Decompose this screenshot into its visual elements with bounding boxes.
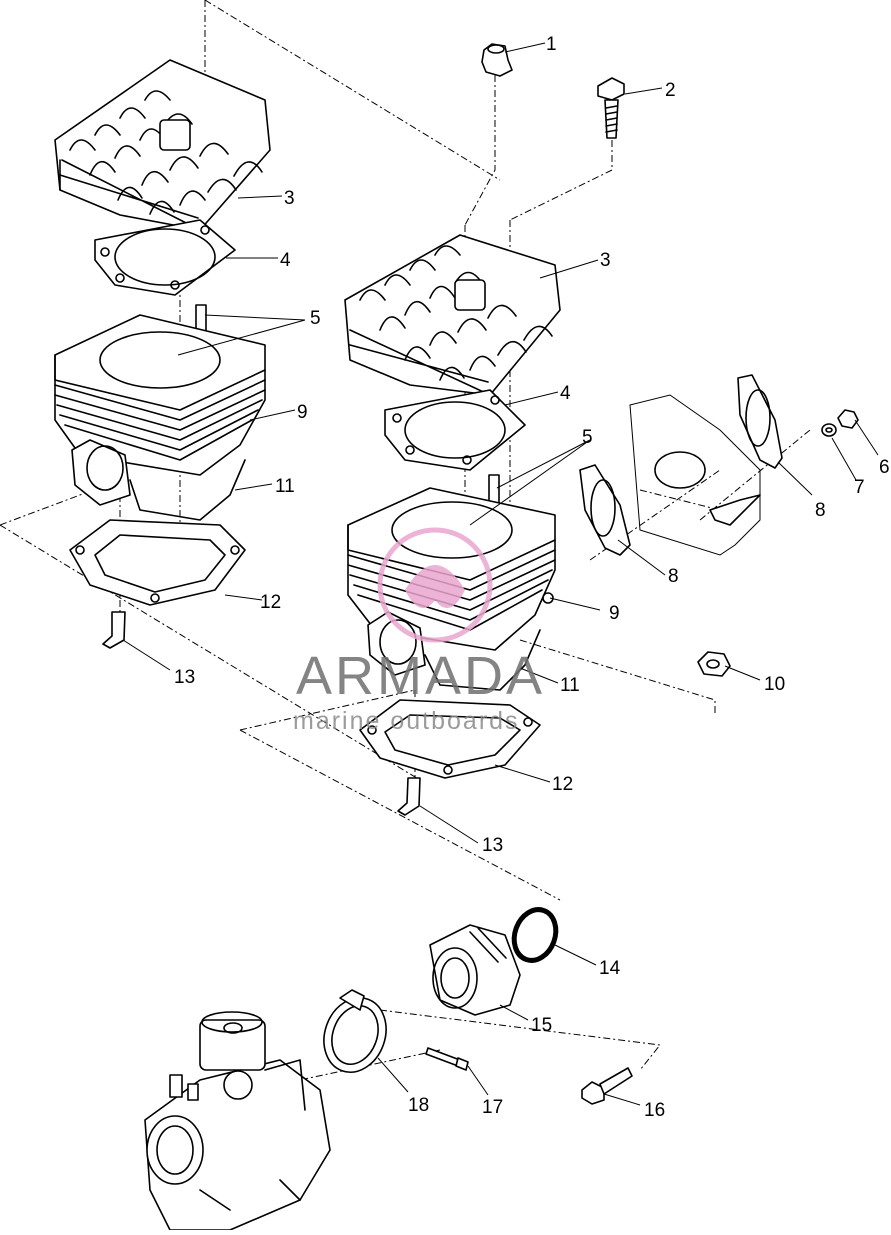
callout-5b: 5 [582,427,593,448]
callout-13b: 13 [482,835,503,856]
carburetor [144,1011,331,1231]
cylinder-head-left [54,59,271,231]
callout-5a: 5 [310,308,321,329]
watermark: ARMADA marine outboards [293,527,545,735]
head-gasket-left [94,219,236,296]
callout-14: 14 [599,958,621,979]
watermark-subtitle: marine outboards [293,707,520,735]
o-ring-part-14 [511,907,559,963]
callout-7: 7 [854,477,865,498]
callout-3a: 3 [284,188,295,209]
callout-9b: 9 [609,603,620,624]
callout-11b: 11 [560,675,580,696]
callout-18: 18 [408,1095,429,1116]
callout-labels: 1 2 3 3 4 4 5 5 6 7 8 8 9 9 10 11 11 12 … [174,34,890,1121]
fitting-right [397,777,421,816]
fitting-left [102,611,126,649]
callout-10: 10 [764,674,785,695]
leader-lines [122,42,879,1106]
callout-4b: 4 [560,383,571,404]
callout-15: 15 [531,1015,552,1036]
callout-16: 16 [644,1100,665,1121]
callout-13a: 13 [174,667,195,688]
bolt-part-16 [581,1067,633,1105]
exhaust-gasket-lower [579,464,631,556]
base-gasket-right [359,699,541,779]
callout-12b: 12 [552,774,573,795]
callout-3b: 3 [600,250,611,271]
cylinder-right [347,487,556,691]
watermark-logo [377,527,493,643]
callout-17: 17 [482,1097,503,1118]
watermark-title: ARMADA [296,646,545,706]
head-gasket-right [384,389,526,471]
screw-part-17 [425,1047,469,1071]
callout-12a: 12 [260,592,281,613]
clamp-part-18 [323,989,387,1073]
callout-1: 1 [546,34,557,55]
callout-8a: 8 [815,500,826,521]
cylinder-head-right [344,234,561,396]
nut-part-1 [481,43,513,77]
base-gasket-left [69,519,246,606]
callout-8b: 8 [668,566,679,587]
washer-part-7 [821,423,837,437]
exhaust-manifold-bracket [629,394,761,556]
nut-part-6 [837,409,859,429]
intake-adapter-part-15 [429,924,521,1016]
callout-9a: 9 [297,402,308,423]
callout-2: 2 [665,80,676,101]
bolt-part-2 [597,77,625,139]
callout-11a: 11 [275,476,295,497]
callout-4a: 4 [280,250,291,271]
cylinder-left [54,314,266,521]
callout-6: 6 [879,457,890,478]
nut-part-10 [697,651,731,677]
